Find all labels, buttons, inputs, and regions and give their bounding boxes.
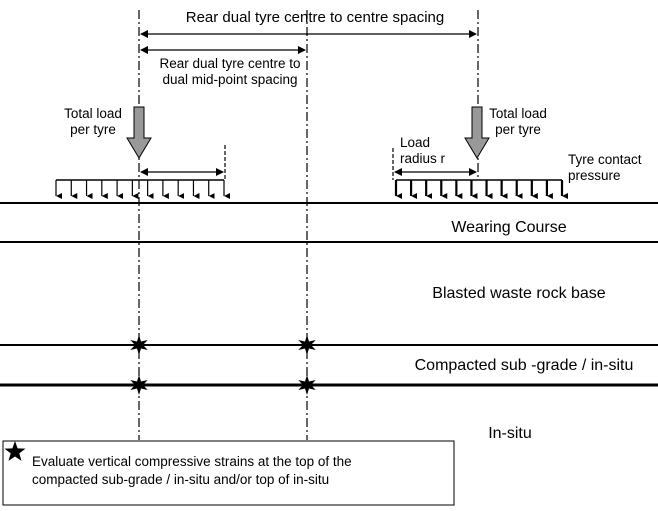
strain-evaluation-star-icon (130, 375, 148, 395)
strain-evaluation-star-icon (298, 375, 316, 395)
right-total-load-label-line1: Total load (489, 106, 547, 121)
legend-box (2, 440, 455, 506)
legend-text-line1: Evaluate vertical compressive strains at… (32, 454, 352, 469)
subgrade-label: Compacted sub -grade / in-situ (415, 357, 634, 374)
contact-pressure-label-line1: Tyre contact (568, 152, 642, 167)
left-total-load-label-line2: per tyre (70, 122, 116, 137)
legend-text-line2: compacted sub-grade / in-situ and/or top… (32, 472, 329, 487)
insitu-label: In-situ (488, 425, 532, 442)
centre-to-centre-label: Rear dual tyre centre to centre spacing (186, 9, 444, 26)
right-tyre-pressure-distribution (394, 179, 568, 199)
strain-evaluation-star-icon (130, 335, 148, 355)
legend-star-icon (4, 441, 26, 461)
left-total-load-label-line1: Total load (64, 106, 122, 121)
base-label: Blasted waste rock base (432, 285, 606, 302)
left-total-load-arrow-icon (126, 106, 152, 159)
right-total-load-arrow-icon (464, 106, 490, 159)
right-total-load-label-line2: per tyre (495, 122, 541, 137)
load-radius-label-line2: radius r (400, 151, 446, 166)
left-tyre-pressure-distribution (55, 179, 230, 199)
contact-pressure-label-line2: pressure (568, 168, 621, 183)
centre-to-midpoint-label-line2: dual mid-point spacing (162, 72, 297, 87)
centre-to-midpoint-label-line1: Rear dual tyre centre to (159, 56, 300, 71)
strain-evaluation-star-icon (298, 335, 316, 355)
load-radius-label-line1: Load (400, 135, 430, 150)
wearing-course-label: Wearing Course (451, 219, 566, 236)
